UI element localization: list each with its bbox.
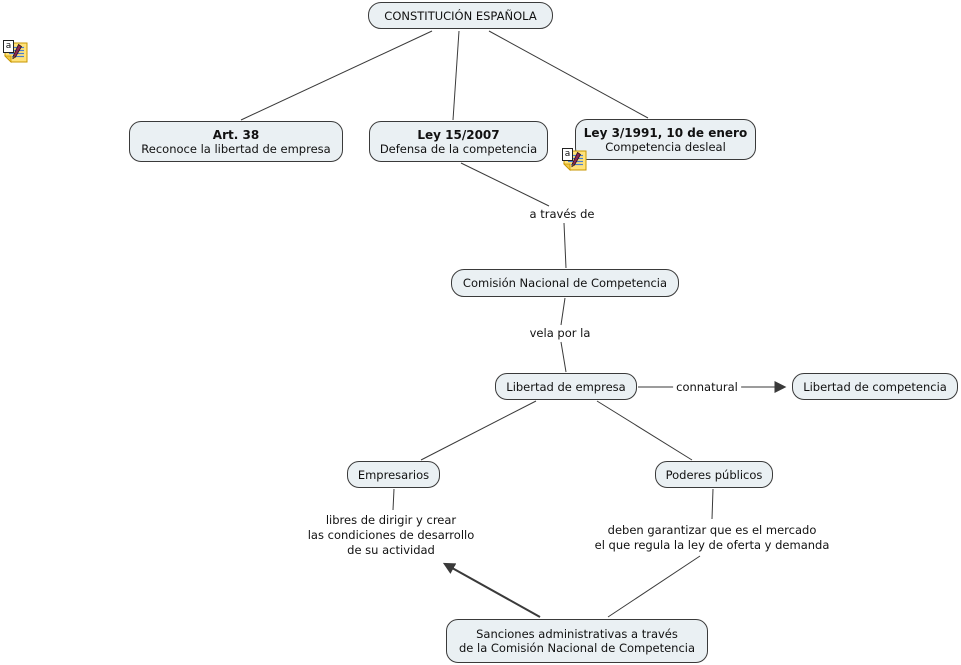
node-title: Ley 15/2007 [417, 127, 500, 142]
node-label: Libertad de empresa [506, 379, 626, 394]
annotation-note-icon[interactable]: a [562, 148, 587, 172]
node-title: Ley 3/1991, 10 de enero [583, 125, 748, 140]
node-sanciones-administrativas[interactable]: Sanciones administrativas a través de la… [446, 619, 708, 663]
linking-phrase-connatural[interactable]: connatural [673, 380, 741, 394]
linking-phrase-vela-por-la[interactable]: vela por la [526, 326, 594, 340]
node-title: Art. 38 [212, 127, 260, 142]
node-ley-15-2007[interactable]: Ley 15/2007 Defensa de la competencia [369, 121, 548, 162]
node-line-2: de la Comisión Nacional de Competencia [458, 641, 696, 655]
node-label: Comisión Nacional de Competencia [462, 276, 668, 290]
phrase-line-1: libres de dirigir y crear [325, 513, 457, 527]
node-label: CONSTITUCIÓN ESPAÑOLA [384, 8, 537, 23]
node-subtitle: Reconoce la libertad de empresa [141, 141, 331, 156]
node-empresarios[interactable]: Empresarios [347, 461, 440, 488]
node-libertad-de-competencia[interactable]: Libertad de competencia [792, 373, 958, 400]
phrase-line-2: el que regula la ley de oferta y demanda [594, 538, 830, 552]
phrase-line-1: deben garantizar que es el mercado [607, 523, 817, 537]
node-label: Poderes públicos [665, 467, 763, 482]
node-art-38[interactable]: Art. 38 Reconoce la libertad de empresa [129, 121, 343, 162]
linking-phrase-deben-garantizar[interactable]: deben garantizar que es el mercado el qu… [595, 523, 830, 553]
node-line-1: Sanciones administrativas a través [476, 627, 678, 641]
linking-phrase-libres-de-dirigir[interactable]: libres de dirigir y crear las condicione… [308, 513, 475, 558]
annotation-letter: a [562, 148, 573, 161]
node-label: Libertad de competencia [803, 379, 947, 394]
node-poderes-publicos[interactable]: Poderes públicos [655, 461, 773, 488]
annotation-note-icon[interactable]: a [3, 40, 28, 64]
node-libertad-de-empresa[interactable]: Libertad de empresa [495, 373, 637, 400]
node-constitucion-espanola[interactable]: CONSTITUCIÓN ESPAÑOLA [368, 2, 553, 29]
phrase-line-2: las condiciones de desarrollo [307, 528, 475, 542]
node-ley-3-1991[interactable]: Ley 3/1991, 10 de enero Competencia desl… [575, 119, 756, 160]
linking-phrase-a-traves-de[interactable]: a través de [526, 207, 598, 221]
phrase-line-3: de su actividad [347, 543, 435, 557]
node-subtitle: Defensa de la competencia [379, 141, 538, 156]
node-comision-nacional-competencia[interactable]: Comisión Nacional de Competencia [451, 269, 679, 297]
node-label: Empresarios [357, 467, 430, 482]
annotation-letter: a [3, 40, 14, 53]
node-subtitle: Competencia desleal [605, 139, 726, 154]
